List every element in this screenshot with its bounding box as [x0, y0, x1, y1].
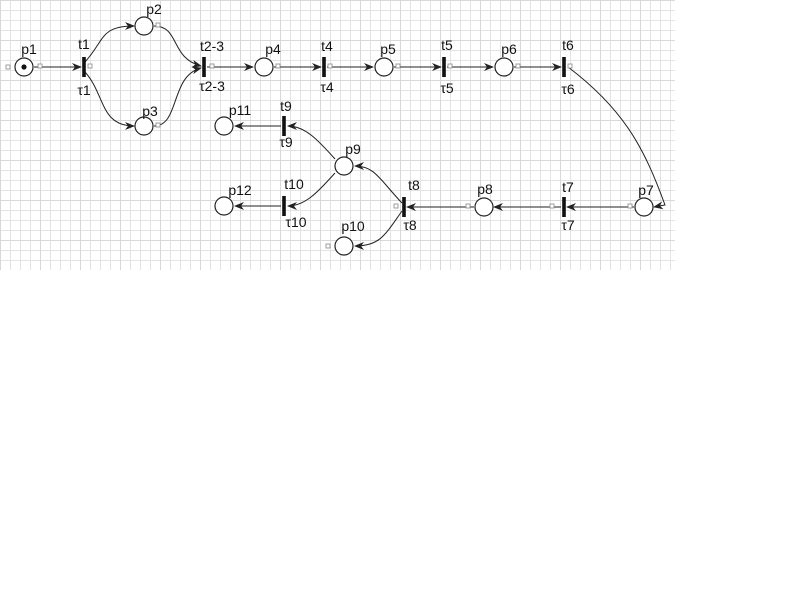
- transition-t9[interactable]: [282, 116, 286, 136]
- arc-t6-p7: [567, 66, 666, 210]
- place-circle[interactable]: [214, 116, 234, 136]
- transition-delay-t6: τ6: [561, 81, 575, 97]
- transition-label-t6: t6: [562, 37, 574, 53]
- place-label-p10: p10: [341, 218, 365, 234]
- transition-t1[interactable]: [82, 57, 86, 77]
- place-circle[interactable]: [254, 57, 274, 77]
- transition-delay-t9: τ9: [279, 134, 293, 150]
- place-p11[interactable]: [214, 116, 234, 136]
- place-label-p9: p9: [345, 141, 361, 157]
- place-label-p4: p4: [265, 41, 281, 57]
- place-p4[interactable]: [254, 57, 274, 77]
- transition-delay-t7: τ7: [561, 217, 575, 233]
- place-circle[interactable]: [334, 236, 354, 256]
- arc-port-handle[interactable]: [5, 64, 11, 70]
- transition-t4[interactable]: [322, 57, 326, 77]
- arc-port-handle[interactable]: [395, 63, 401, 69]
- place-p3[interactable]: [134, 116, 154, 136]
- transition-label-t8: t8: [408, 177, 420, 193]
- arc-port-handle[interactable]: [155, 22, 161, 28]
- transition-t5[interactable]: [442, 57, 446, 77]
- transition-label-t10: t10: [284, 176, 304, 192]
- place-p2[interactable]: [134, 16, 154, 36]
- place-label-p12: p12: [228, 182, 252, 198]
- arc-t8-p10: [354, 210, 403, 250]
- arcs-layer: [5, 22, 666, 250]
- transition-t6[interactable]: [562, 57, 566, 77]
- place-label-p1: p1: [21, 41, 37, 57]
- arc-port-handle[interactable]: [447, 63, 453, 69]
- arc-p9-t10: [287, 172, 336, 210]
- place-circle[interactable]: [214, 196, 234, 216]
- transition-delay-t4: τ4: [320, 79, 334, 95]
- place-circle[interactable]: [634, 197, 654, 217]
- place-label-p3: p3: [142, 103, 158, 119]
- transition-delay-t5: τ5: [440, 80, 454, 96]
- arc-port-handle[interactable]: [567, 63, 573, 69]
- place-p10[interactable]: [334, 236, 354, 256]
- token-dot: [21, 64, 27, 70]
- transition-label-t5: t5: [441, 37, 453, 53]
- transition-t8[interactable]: [402, 197, 406, 217]
- arc-t1-p3: [84, 71, 135, 130]
- transition-delay-t10: τ10: [285, 214, 306, 230]
- arc-port-handle[interactable]: [465, 203, 471, 209]
- arc-port-handle[interactable]: [37, 63, 43, 69]
- place-p12[interactable]: [214, 196, 234, 216]
- transition-label-t1: t1: [78, 36, 90, 52]
- place-label-p8: p8: [477, 181, 493, 197]
- transition-label-t23: t2-3: [200, 38, 224, 54]
- place-label-p7: p7: [638, 182, 654, 198]
- arc-port-handle[interactable]: [327, 63, 333, 69]
- place-p1[interactable]: [14, 57, 34, 77]
- place-p6[interactable]: [494, 57, 514, 77]
- transition-delay-t8: τ8: [403, 217, 417, 233]
- transition-t23[interactable]: [202, 57, 206, 77]
- place-circle[interactable]: [494, 57, 514, 77]
- arc-port-handle[interactable]: [155, 122, 161, 128]
- transition-delay-t23: τ2-3: [199, 78, 225, 94]
- arc-port-handle[interactable]: [325, 243, 331, 249]
- place-circle[interactable]: [134, 16, 154, 36]
- arc-t8-p9: [354, 162, 403, 204]
- place-p5[interactable]: [374, 57, 394, 77]
- place-label-p11: p11: [229, 102, 252, 118]
- place-circle[interactable]: [334, 156, 354, 176]
- labels-layer: p1 p2 p3 p4 p5 p6 p7 p8 p9 p10 p11 p12 t1 τ1 t2-3 τ2-3 t…: [21, 1, 654, 234]
- place-label-p5: p5: [380, 41, 396, 57]
- place-p8[interactable]: [474, 197, 494, 217]
- arc-p2-t23: [153, 25, 202, 68]
- place-circle[interactable]: [374, 57, 394, 77]
- transition-label-t7: t7: [562, 179, 574, 195]
- place-circle[interactable]: [474, 197, 494, 217]
- transition-label-t9: t9: [280, 98, 292, 114]
- nodes-layer: [14, 16, 654, 256]
- arc-port-handle[interactable]: [515, 63, 521, 69]
- place-label-p2: p2: [146, 1, 162, 17]
- transition-t7[interactable]: [562, 197, 566, 217]
- place-p7[interactable]: [634, 197, 654, 217]
- arc-port-handle[interactable]: [209, 63, 215, 69]
- arc-port-handle[interactable]: [87, 63, 93, 69]
- transition-label-t4: t4: [321, 38, 333, 54]
- arc-p9-t9: [287, 122, 336, 160]
- place-circle[interactable]: [134, 116, 154, 136]
- place-p9[interactable]: [334, 156, 354, 176]
- transition-t10[interactable]: [282, 196, 286, 216]
- arc-p3-t23: [153, 66, 202, 127]
- arc-port-handle[interactable]: [275, 63, 281, 69]
- transition-delay-t1: τ1: [77, 82, 91, 98]
- arc-port-handle[interactable]: [549, 203, 555, 209]
- arc-port-handle[interactable]: [393, 203, 399, 209]
- grid-canvas: [0, 0, 675, 270]
- place-label-p6: p6: [501, 41, 517, 57]
- arc-port-handle[interactable]: [627, 203, 633, 209]
- arc-t1-p2: [84, 22, 135, 63]
